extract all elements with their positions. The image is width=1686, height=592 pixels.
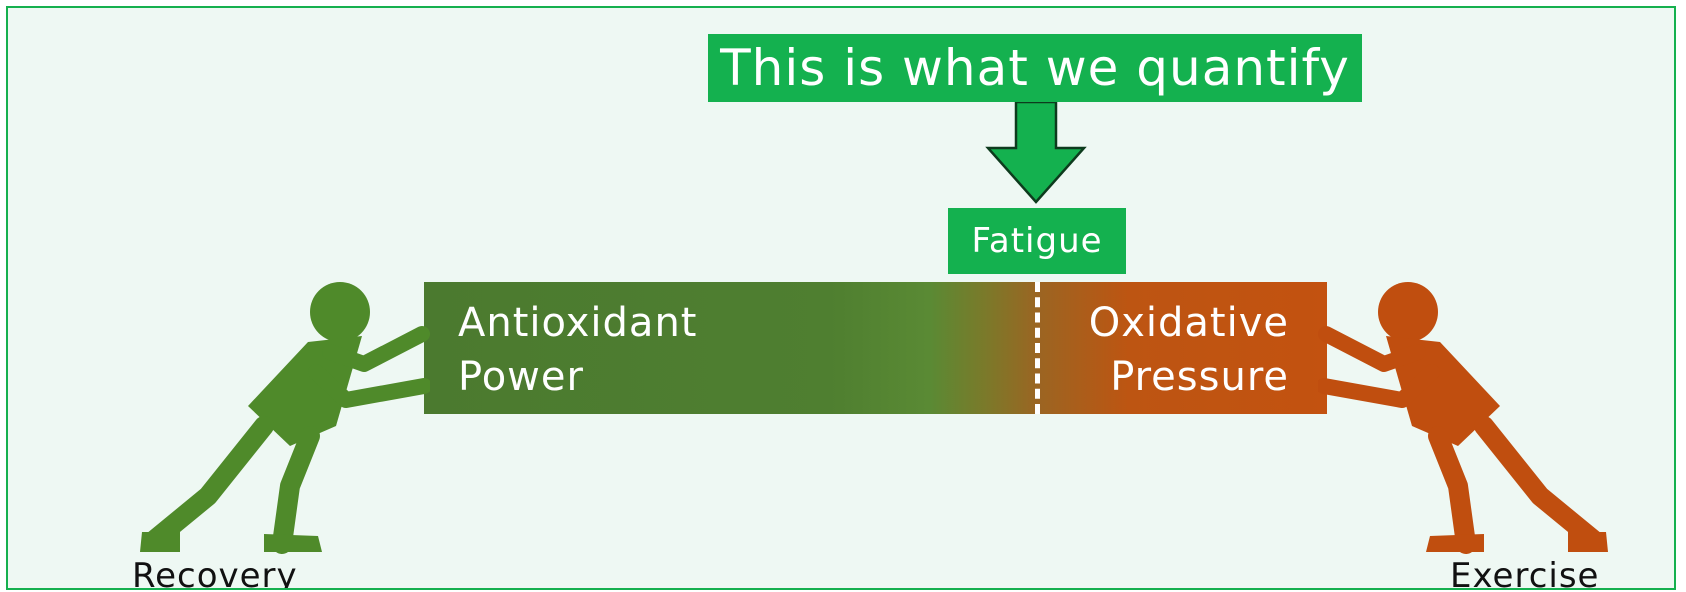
balance-divider (1035, 282, 1040, 414)
fatigue-label: Fatigue (948, 208, 1126, 274)
recovery-caption: Recovery (132, 556, 298, 590)
exercise-caption: Exercise (1450, 556, 1600, 590)
diagram-frame: This is what we quantify Fatigue Antioxi… (6, 6, 1676, 590)
headline-label: This is what we quantify (708, 34, 1362, 102)
balance-bar: Antioxidant Power Oxidative Pressure (424, 282, 1327, 414)
recovery-figure-icon (140, 282, 430, 554)
exercise-figure-icon (1318, 282, 1608, 554)
antioxidant-power-label: Antioxidant Power (458, 300, 698, 400)
down-arrow-icon (985, 102, 1087, 204)
oxidative-pressure-label: Oxidative Pressure (1088, 300, 1289, 400)
